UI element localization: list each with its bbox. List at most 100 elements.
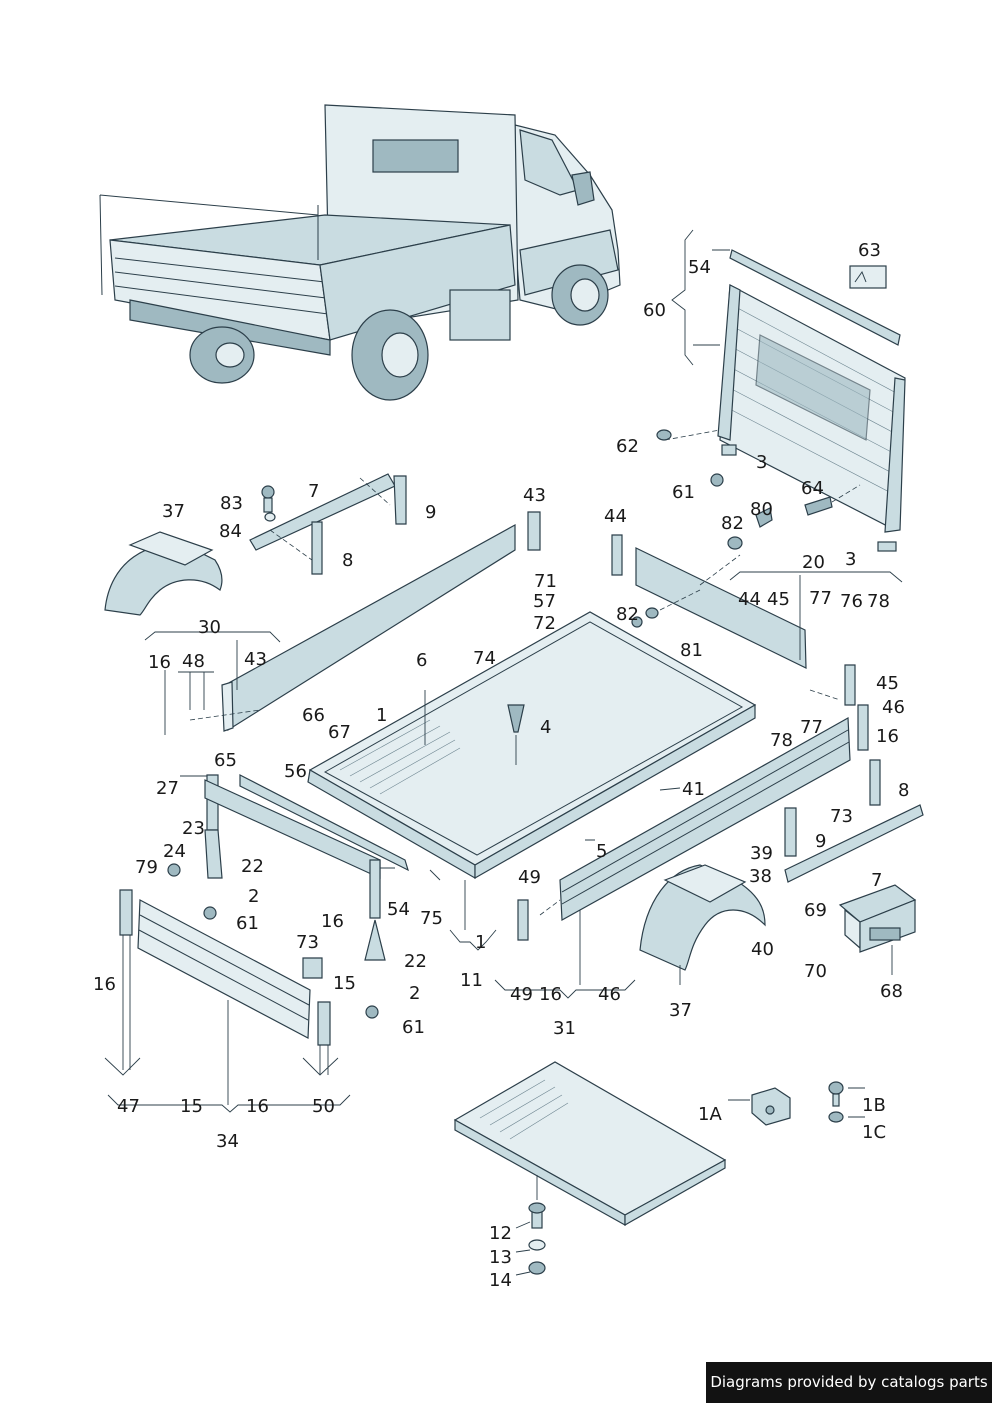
label-80: 80 <box>750 499 773 520</box>
label-14: 14 <box>489 1270 512 1291</box>
label-16-e: 16 <box>93 974 116 995</box>
label-7-a: 7 <box>308 481 319 502</box>
floor-panel <box>453 1061 844 1275</box>
toolbox <box>838 884 917 953</box>
label-54-b: 54 <box>387 899 410 920</box>
label-64: 64 <box>801 478 824 499</box>
label-62: 62 <box>616 436 639 457</box>
label-24: 24 <box>163 841 186 862</box>
label-6: 6 <box>416 650 427 671</box>
fender-left <box>104 531 223 616</box>
label-73-a: 73 <box>830 806 853 827</box>
fender-right <box>639 864 766 971</box>
label-7-b: 7 <box>871 870 882 891</box>
label-67: 67 <box>328 722 351 743</box>
label-15-b: 15 <box>180 1096 203 1117</box>
label-65: 65 <box>214 750 237 771</box>
label-16-d: 16 <box>539 984 562 1005</box>
label-37-b: 37 <box>669 1000 692 1021</box>
label-1-b: 1 <box>475 932 486 953</box>
label-43-a: 43 <box>523 485 546 506</box>
label-63: 63 <box>858 240 881 261</box>
label-43-b: 43 <box>244 649 267 670</box>
label-2-a: 2 <box>248 886 259 907</box>
label-1a: 1A <box>698 1104 722 1125</box>
label-37-a: 37 <box>162 501 185 522</box>
label-57: 57 <box>533 591 556 612</box>
label-16-f: 16 <box>246 1096 269 1117</box>
label-78-b: 78 <box>770 730 793 751</box>
side-gate-left <box>221 473 541 732</box>
label-2-b: 2 <box>409 983 420 1004</box>
label-49-a: 49 <box>518 867 541 888</box>
label-8-b: 8 <box>898 780 909 801</box>
label-22-b: 22 <box>404 951 427 972</box>
label-77-a: 77 <box>809 588 832 609</box>
label-73-b: 73 <box>296 932 319 953</box>
platform-floor <box>307 611 757 880</box>
label-13: 13 <box>489 1247 512 1268</box>
label-72: 72 <box>533 613 556 634</box>
label-50: 50 <box>312 1096 335 1117</box>
label-31: 31 <box>553 1018 576 1039</box>
label-4: 4 <box>540 717 551 738</box>
label-66: 66 <box>302 705 325 726</box>
label-9-a: 9 <box>425 502 436 523</box>
label-1c: 1C <box>862 1122 886 1143</box>
label-45-a: 45 <box>767 589 790 610</box>
label-82-b: 82 <box>616 604 639 625</box>
label-82-a: 82 <box>721 513 744 534</box>
label-46-b: 46 <box>598 984 621 1005</box>
label-76: 76 <box>840 591 863 612</box>
label-70: 70 <box>804 961 827 982</box>
side-gate-right-front <box>611 507 856 706</box>
label-83: 83 <box>220 493 243 514</box>
label-49-b: 49 <box>510 984 533 1005</box>
label-16-b: 16 <box>876 726 899 747</box>
label-8-a: 8 <box>342 550 353 571</box>
label-3-b: 3 <box>845 549 856 570</box>
label-3-a: 3 <box>756 452 767 473</box>
label-79: 79 <box>135 857 158 878</box>
label-15-a: 15 <box>333 973 356 994</box>
bracket-lines <box>104 229 903 1276</box>
label-84: 84 <box>219 521 242 542</box>
label-60: 60 <box>643 300 666 321</box>
label-38: 38 <box>749 866 772 887</box>
label-12: 12 <box>489 1223 512 1244</box>
label-47: 47 <box>117 1096 140 1117</box>
label-78-a: 78 <box>867 591 890 612</box>
label-61-c: 61 <box>402 1017 425 1038</box>
label-71: 71 <box>534 571 557 592</box>
label-20: 20 <box>802 552 825 573</box>
label-74: 74 <box>473 648 496 669</box>
label-27: 27 <box>156 778 179 799</box>
label-16-c: 16 <box>321 911 344 932</box>
label-39: 39 <box>750 843 773 864</box>
label-77-b: 77 <box>800 717 823 738</box>
label-46-a: 46 <box>882 697 905 718</box>
label-16-a: 16 <box>148 652 171 673</box>
label-81: 81 <box>680 640 703 661</box>
label-61-b: 61 <box>236 913 259 934</box>
truck-illustration <box>99 104 621 401</box>
front-wall-assembly <box>656 249 906 552</box>
label-75: 75 <box>420 908 443 929</box>
tailgate-assembly <box>119 774 409 1046</box>
label-41: 41 <box>682 779 705 800</box>
label-1-a: 1 <box>376 705 387 726</box>
label-11: 11 <box>460 970 483 991</box>
label-1b: 1B <box>862 1095 886 1116</box>
label-23: 23 <box>182 818 205 839</box>
footer-credit: Diagrams provided by catalogs parts <box>706 1362 992 1403</box>
side-gate-right-rear <box>517 704 924 941</box>
label-22-a: 22 <box>241 856 264 877</box>
label-34: 34 <box>216 1131 239 1152</box>
label-44-b: 44 <box>738 589 761 610</box>
callout-labels: 54 63 60 62 3 61 64 3 83 7 9 84 8 37 43 … <box>93 240 909 1291</box>
label-30: 30 <box>198 617 221 638</box>
label-69: 69 <box>804 900 827 921</box>
label-45-b: 45 <box>876 673 899 694</box>
label-40: 40 <box>751 939 774 960</box>
